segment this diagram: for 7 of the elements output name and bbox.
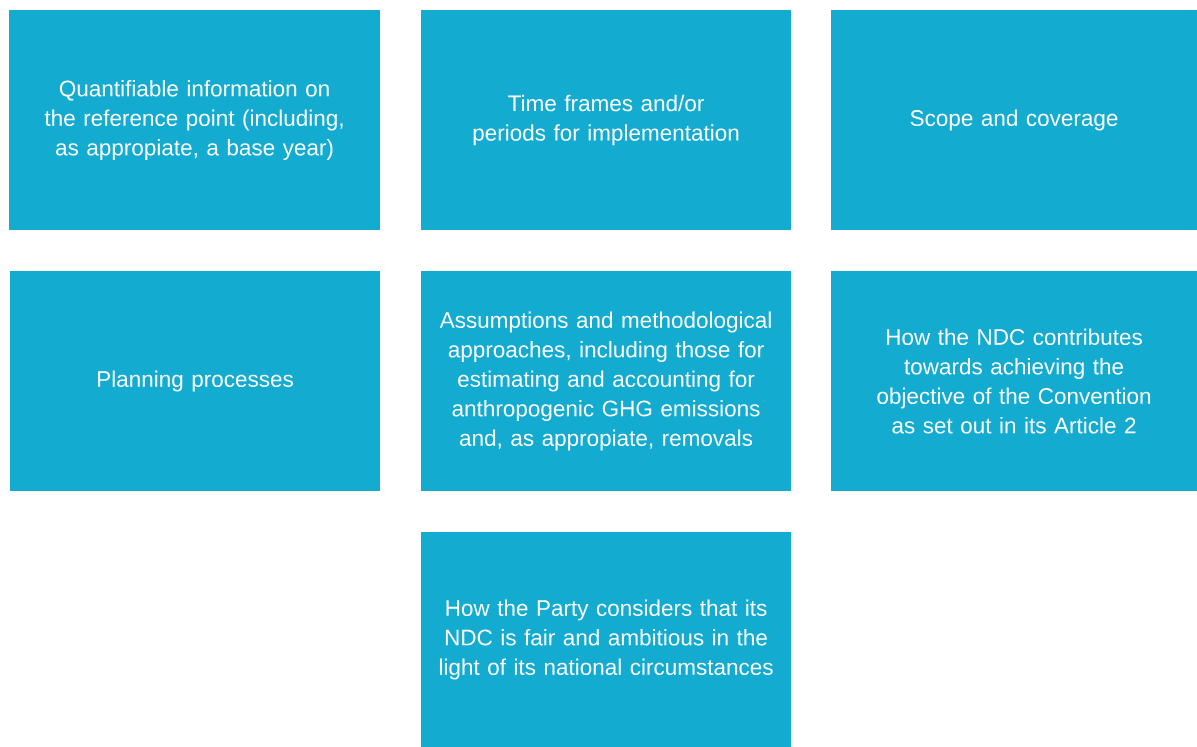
text-box: Scope and coverage — [831, 10, 1197, 230]
text-box: Planning processes — [10, 271, 380, 491]
text-box: Time frames and/or periods for implementation — [421, 10, 791, 230]
text-box: Assumptions and methodological approaches, including those for estimating and accounting for anthropogenic GHG emissions and, as appropiate, removals — [421, 271, 791, 491]
text-box: How the NDC contributes towards achieving the objective of the Convention as set out in its Article 2 — [831, 271, 1197, 491]
text-box: Quantifiable information on the reference point (including, as appropiate, a base year) — [9, 10, 380, 230]
text-box: How the Party considers that its NDC is fair and ambitious in the light of its national circumstances — [421, 532, 791, 747]
